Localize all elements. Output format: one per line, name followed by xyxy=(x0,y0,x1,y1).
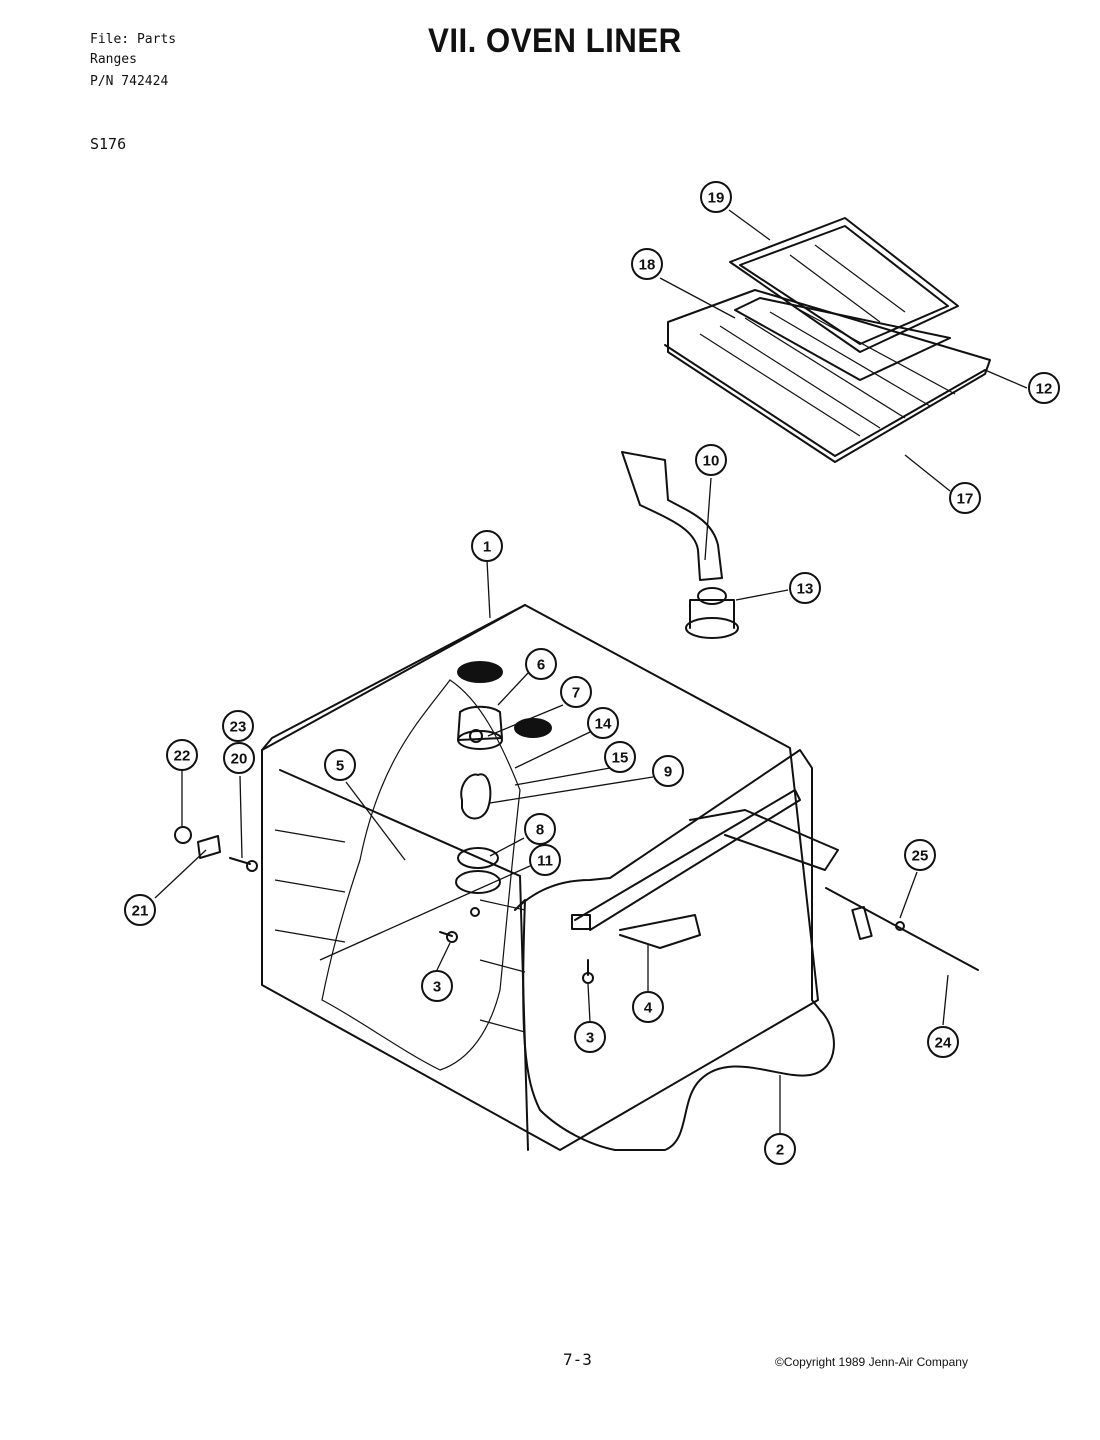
oven-liner xyxy=(261,604,819,1151)
callout-label: 22 xyxy=(174,748,191,765)
copyright-notice: ©Copyright 1989 Jenn-Air Company xyxy=(775,1355,968,1369)
vent-duct xyxy=(621,451,723,581)
callout-23: 23 xyxy=(222,710,254,742)
callout-label: 21 xyxy=(132,903,149,920)
callout-25: 25 xyxy=(904,839,936,871)
callout-label: 14 xyxy=(595,716,612,733)
rack-support-parts xyxy=(174,826,258,872)
callout-21: 21 xyxy=(124,894,156,926)
callout-label: 8 xyxy=(536,822,544,839)
callout-14: 14 xyxy=(587,707,619,739)
model-number: S176 xyxy=(90,135,127,153)
broiler-insert xyxy=(734,297,951,381)
callout-label: 6 xyxy=(537,657,545,674)
callout-7: 7 xyxy=(560,676,592,708)
oven-rack xyxy=(664,289,991,463)
callout-17: 17 xyxy=(949,482,981,514)
callout-label: 3 xyxy=(433,979,441,996)
callout-4: 4 xyxy=(632,991,664,1023)
callout-2: 2 xyxy=(764,1133,796,1165)
callout-label: 18 xyxy=(639,257,656,274)
light-assembly xyxy=(455,705,503,917)
callout-label: 1 xyxy=(483,539,491,556)
vent-collar xyxy=(685,587,739,639)
callout-label: 17 xyxy=(957,491,974,508)
callout-label: 5 xyxy=(336,758,344,775)
callout-3: 3 xyxy=(574,1021,606,1053)
callout-24: 24 xyxy=(927,1026,959,1058)
callout-label: 4 xyxy=(644,1000,653,1017)
callout-label: 23 xyxy=(230,719,247,736)
callout-18: 18 xyxy=(631,248,663,280)
callout-9: 9 xyxy=(652,755,684,787)
callout-8: 8 xyxy=(524,813,556,845)
screws xyxy=(439,931,594,984)
callout-label: 9 xyxy=(664,764,672,781)
callout-10: 10 xyxy=(695,444,727,476)
callout-15: 15 xyxy=(604,741,636,773)
callout-label: 24 xyxy=(935,1035,952,1052)
callout-label: 12 xyxy=(1036,381,1053,398)
leader-lines xyxy=(154,209,1028,1134)
broil-element xyxy=(571,789,839,949)
callout-6: 6 xyxy=(525,648,557,680)
page-title: VII. OVEN LINER xyxy=(428,22,682,60)
file-line: File: Parts xyxy=(90,32,177,47)
callout-19: 19 xyxy=(700,181,732,213)
callout-13: 13 xyxy=(789,572,821,604)
callout-label: 2 xyxy=(776,1142,784,1159)
callout-12: 12 xyxy=(1028,372,1060,404)
part-number-line: P/N 742424 xyxy=(90,74,169,89)
callout-label: 3 xyxy=(586,1030,594,1047)
callout-label: 7 xyxy=(572,685,580,702)
broiler-pan xyxy=(729,217,959,353)
callout-1: 1 xyxy=(471,530,503,562)
thermostat-bulb xyxy=(825,887,979,971)
callout-5: 5 xyxy=(324,749,356,781)
page-number: 7-3 xyxy=(563,1350,592,1369)
callout-label: 15 xyxy=(612,750,629,767)
callout-22: 22 xyxy=(166,739,198,771)
bake-element xyxy=(514,749,835,1151)
callout-20: 20 xyxy=(223,742,255,774)
callout-label: 13 xyxy=(797,581,814,598)
callout-label: 25 xyxy=(912,848,929,865)
callout-label: 19 xyxy=(708,190,725,207)
callout-label: 10 xyxy=(703,453,720,470)
callout-11: 11 xyxy=(529,844,561,876)
category-line: Ranges xyxy=(90,52,137,67)
callout-label: 11 xyxy=(537,853,553,870)
callout-label: 20 xyxy=(231,751,248,768)
callout-3: 3 xyxy=(421,970,453,1002)
